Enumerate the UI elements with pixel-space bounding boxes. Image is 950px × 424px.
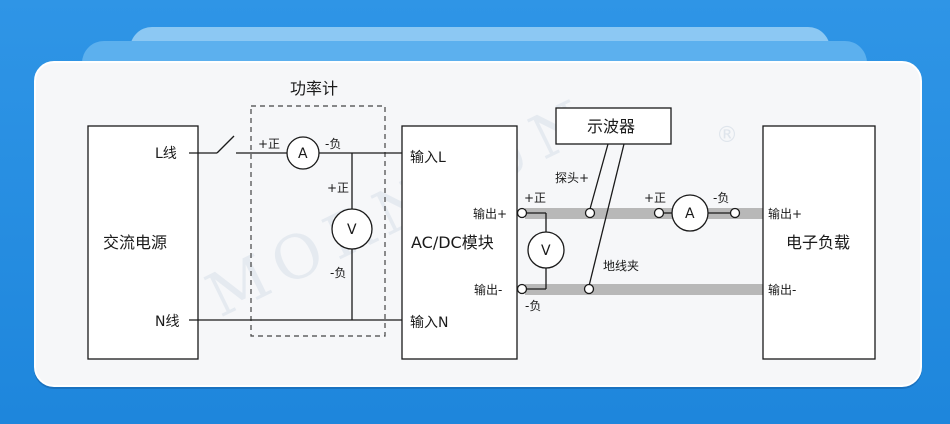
module-output-pos: 输出+ bbox=[473, 206, 507, 221]
output-ammeter bbox=[671, 194, 709, 232]
module-input-l: 输入L bbox=[410, 150, 446, 166]
module-output-neg: 输出- bbox=[474, 282, 502, 297]
power-meter-ammeter-symbol: A bbox=[298, 146, 308, 162]
load-title: 电子负载 bbox=[786, 233, 850, 252]
power-meter-voltmeter-negative: -负 bbox=[330, 266, 346, 280]
l-line-wire bbox=[189, 135, 402, 154]
ammeter-neg-terminal bbox=[729, 207, 741, 219]
power-meter-voltmeter-symbol: V bbox=[347, 222, 357, 238]
module-neg-terminal bbox=[516, 283, 528, 295]
electronic-load-box bbox=[762, 125, 876, 360]
module-input-n: 输入N bbox=[410, 315, 448, 331]
output-voltmeter bbox=[527, 231, 565, 269]
oscilloscope-box bbox=[555, 107, 672, 145]
acdc-module-box bbox=[401, 125, 518, 360]
oscilloscope-title: 示波器 bbox=[587, 117, 635, 136]
load-input-pos: 输出+ bbox=[768, 206, 802, 221]
output-voltmeter-symbol: V bbox=[541, 243, 551, 259]
power-meter-voltmeter bbox=[331, 208, 373, 250]
power-meter-ammeter-negative: -负 bbox=[325, 137, 341, 151]
terminal-nodes bbox=[516, 207, 741, 295]
oscilloscope-leads bbox=[588, 143, 625, 287]
module-title: AC/DC模块 bbox=[411, 233, 494, 252]
ground-clip-label: 地线夹 bbox=[603, 259, 639, 273]
ac-source-box bbox=[87, 125, 199, 360]
output-ammeter-positive: +正 bbox=[644, 191, 666, 205]
power-meter-ammeter-positive: +正 bbox=[258, 137, 280, 151]
output-voltmeter-negative: -负 bbox=[525, 299, 541, 313]
switch-blade bbox=[216, 135, 235, 154]
ac-source-n-terminal: N线 bbox=[155, 314, 179, 330]
power-meter-box bbox=[250, 105, 386, 337]
probe-tip-terminal bbox=[584, 207, 596, 219]
registered-mark: ® bbox=[716, 123, 738, 148]
ammeter-pos-terminal bbox=[653, 207, 665, 219]
ac-source-title: 交流电源 bbox=[103, 233, 167, 252]
ac-source-l-terminal: L线 bbox=[155, 146, 177, 162]
output-ammeter-symbol: A bbox=[685, 206, 695, 222]
positive-bus-bar bbox=[525, 208, 763, 219]
power-meter-ammeter bbox=[286, 136, 320, 170]
ground-clip-terminal bbox=[583, 283, 595, 295]
probe-label: 探头+ bbox=[555, 171, 589, 185]
ground-lead bbox=[588, 143, 625, 287]
power-meter-voltmeter-positive: +正 bbox=[327, 181, 349, 195]
output-voltmeter-positive: +正 bbox=[524, 191, 546, 205]
probe-lead bbox=[589, 143, 609, 210]
module-pos-terminal bbox=[516, 207, 528, 219]
load-input-neg: 输出- bbox=[768, 282, 796, 297]
output-ammeter-negative: -负 bbox=[713, 191, 729, 205]
power-meter-title: 功率计 bbox=[290, 79, 338, 98]
negative-bus-bar bbox=[525, 284, 763, 295]
